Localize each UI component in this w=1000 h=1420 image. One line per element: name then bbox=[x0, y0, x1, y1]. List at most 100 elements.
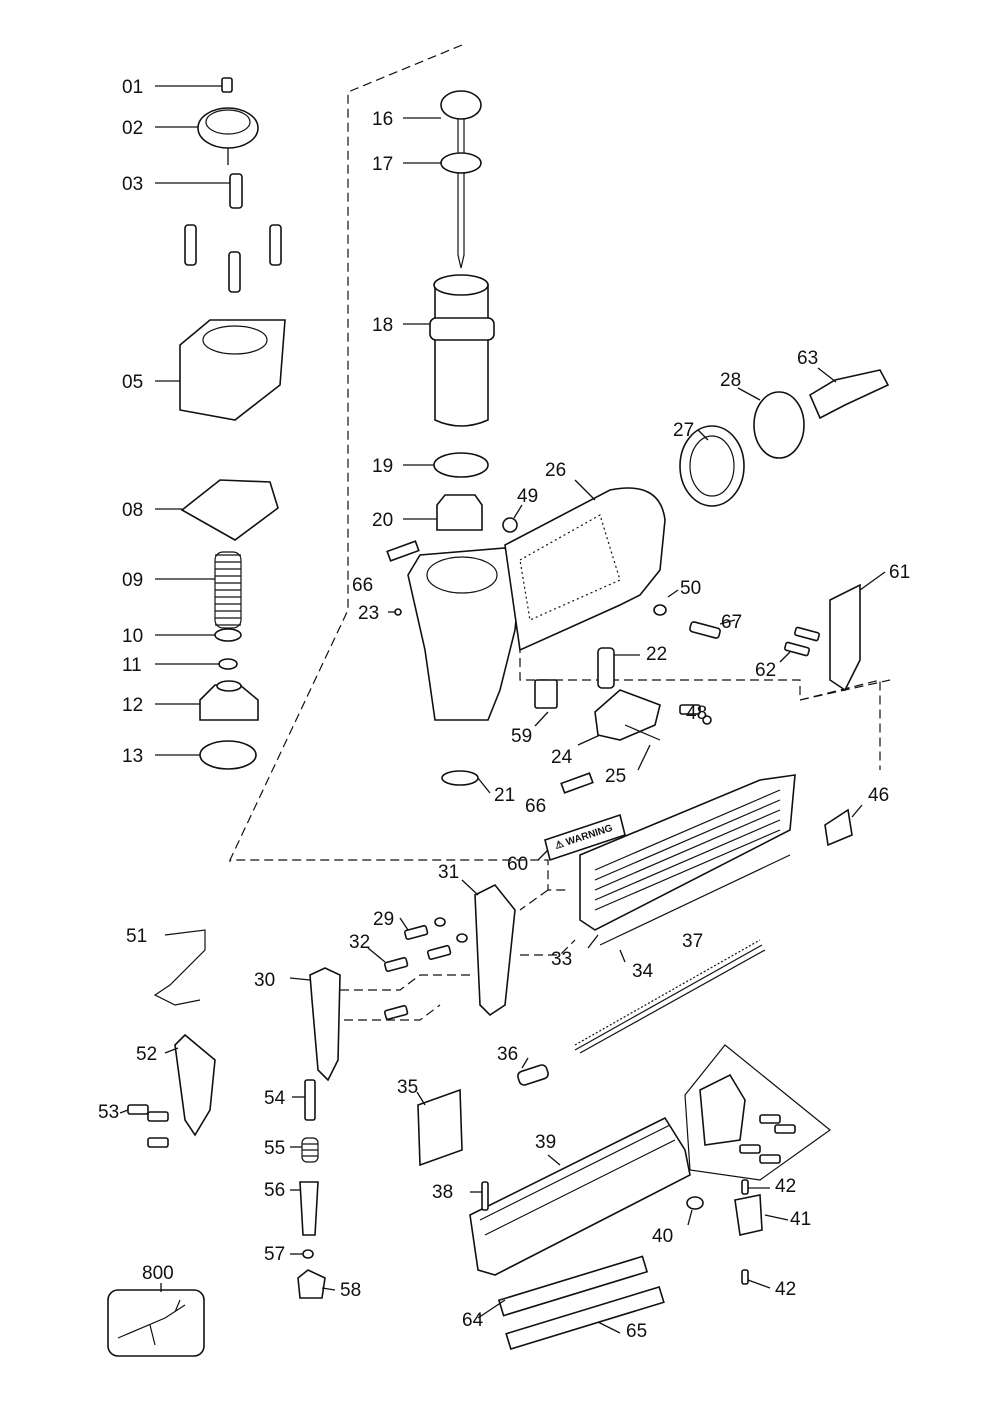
label-48: 48 bbox=[686, 703, 707, 724]
part-33-magazine-body bbox=[579, 774, 796, 949]
part-41-latch bbox=[734, 1194, 789, 1236]
label-42b: 42 bbox=[775, 1279, 796, 1300]
part-53-screws bbox=[127, 1104, 169, 1148]
part-13-o-ring bbox=[155, 740, 257, 770]
label-24: 24 bbox=[551, 747, 573, 768]
label-57: 57 bbox=[264, 1244, 285, 1265]
part-39-magazine-rail bbox=[469, 1116, 691, 1276]
part-57-clip bbox=[302, 1249, 314, 1259]
part-01-screw bbox=[155, 77, 233, 93]
label-25: 25 bbox=[605, 766, 626, 787]
part-35-plate bbox=[417, 1088, 463, 1167]
label-37: 37 bbox=[682, 931, 703, 952]
part-05-cylinder-cap bbox=[155, 319, 286, 421]
label-05: 05 bbox=[122, 372, 143, 393]
part-800-tool-box bbox=[107, 1289, 205, 1357]
part-62-screws bbox=[779, 626, 820, 663]
part-29-screws bbox=[403, 917, 468, 961]
part-10-washer bbox=[155, 628, 242, 642]
label-17: 17 bbox=[372, 154, 393, 175]
label-03: 03 bbox=[122, 174, 143, 195]
label-32: 32 bbox=[349, 932, 370, 953]
label-56: 56 bbox=[264, 1180, 285, 1201]
label-41: 41 bbox=[790, 1209, 811, 1230]
part-67-screw bbox=[689, 619, 736, 639]
part-66-pin-lower bbox=[560, 772, 594, 794]
label-13: 13 bbox=[122, 746, 143, 767]
part-48-screw bbox=[679, 704, 712, 725]
label-29: 29 bbox=[373, 909, 394, 930]
part-34-strip bbox=[599, 854, 791, 963]
screw-set bbox=[184, 224, 282, 293]
part-36-follower bbox=[517, 1064, 549, 1086]
label-23: 23 bbox=[358, 603, 379, 624]
part-56-shaft bbox=[299, 1181, 319, 1236]
label-11: 11 bbox=[122, 655, 142, 676]
label-01: 01 bbox=[122, 77, 143, 98]
part-03-screw bbox=[155, 173, 243, 209]
label-55: 55 bbox=[264, 1138, 285, 1159]
label-800: 800 bbox=[142, 1263, 174, 1284]
label-67: 67 bbox=[721, 612, 742, 633]
part-20-cylinder-seat bbox=[403, 494, 483, 531]
label-40: 40 bbox=[652, 1226, 673, 1247]
part-65-strip bbox=[505, 1285, 665, 1351]
label-27: 27 bbox=[673, 420, 694, 441]
assembly-dashed-outline bbox=[229, 44, 568, 911]
leader-lines bbox=[119, 917, 771, 1334]
label-12: 12 bbox=[122, 695, 143, 716]
label-31: 31 bbox=[438, 862, 459, 883]
part-58-knob bbox=[297, 1269, 326, 1299]
part-32-screws bbox=[383, 956, 409, 1021]
label-33: 33 bbox=[551, 949, 572, 970]
part-19-o-ring bbox=[403, 452, 489, 478]
label-36: 36 bbox=[497, 1044, 518, 1065]
label-02: 02 bbox=[122, 118, 143, 139]
label-21: 21 bbox=[494, 785, 515, 806]
label-63: 63 bbox=[797, 348, 818, 369]
part-23-body-housing bbox=[388, 547, 521, 721]
label-65: 65 bbox=[626, 1321, 647, 1342]
label-20: 20 bbox=[372, 510, 393, 531]
part-59-block bbox=[534, 679, 558, 727]
label-35: 35 bbox=[397, 1077, 418, 1098]
part-17-o-ring bbox=[403, 152, 482, 174]
label-50: 50 bbox=[680, 578, 701, 599]
label-16: 16 bbox=[372, 109, 393, 130]
part-28-o-ring bbox=[737, 387, 805, 459]
label-39: 39 bbox=[535, 1132, 556, 1153]
part-55-spring bbox=[301, 1137, 319, 1163]
part-40-knob bbox=[686, 1196, 704, 1226]
label-66b: 66 bbox=[525, 796, 546, 817]
label-58: 58 bbox=[340, 1280, 361, 1301]
part-61-bracket bbox=[829, 571, 886, 692]
part-09-spring bbox=[155, 551, 242, 629]
part-50-washer bbox=[653, 589, 679, 616]
part-08-gasket bbox=[155, 479, 279, 541]
part-54-adjuster bbox=[292, 1079, 316, 1121]
label-08: 08 bbox=[122, 500, 143, 521]
label-28: 28 bbox=[720, 370, 741, 391]
label-60: 60 bbox=[507, 854, 528, 875]
label-51: 51 bbox=[126, 926, 147, 947]
part-02-dial bbox=[155, 107, 259, 165]
part-31-nose bbox=[461, 879, 516, 1017]
label-61: 61 bbox=[889, 562, 910, 583]
part-21-plate bbox=[441, 770, 491, 794]
part-63-air-fitting bbox=[808, 367, 890, 420]
part-16-driver bbox=[403, 90, 482, 269]
part-49-nut bbox=[502, 504, 523, 533]
label-09: 09 bbox=[122, 570, 143, 591]
assembly-dashed-outline-lower bbox=[330, 939, 576, 1021]
label-18: 18 bbox=[372, 315, 393, 336]
part-46-clip bbox=[824, 804, 863, 847]
label-52: 52 bbox=[136, 1044, 157, 1065]
label-62: 62 bbox=[755, 660, 776, 681]
label-53: 53 bbox=[98, 1102, 119, 1123]
part-18-cylinder bbox=[403, 274, 495, 427]
part-30-plate bbox=[289, 967, 341, 1082]
magazine-end-assembly bbox=[684, 1044, 831, 1181]
part-66-pin-upper bbox=[386, 540, 420, 562]
label-38: 38 bbox=[432, 1182, 453, 1203]
part-37-spring bbox=[574, 939, 766, 1054]
